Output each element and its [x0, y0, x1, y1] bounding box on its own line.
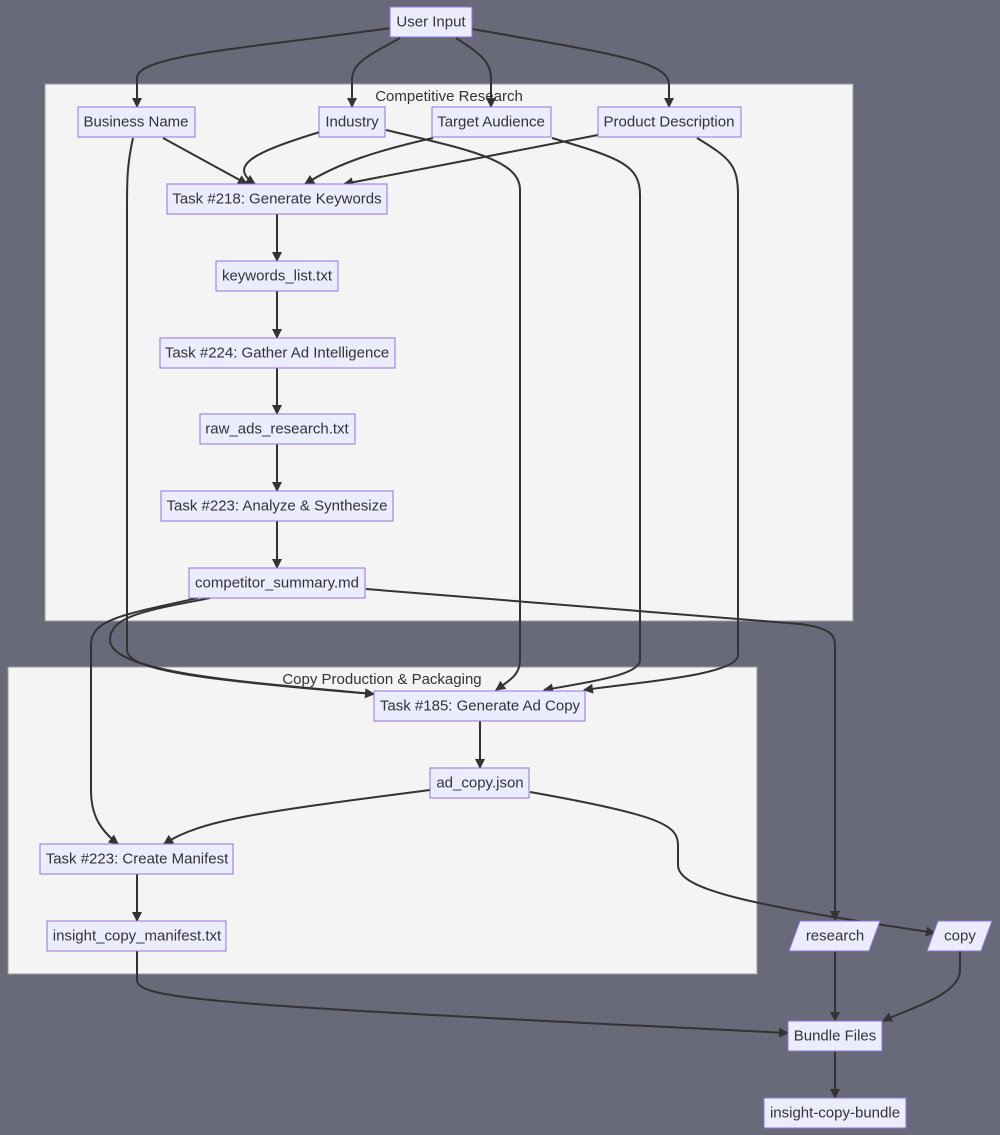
node-business-name[interactable]: Business Name [77, 106, 196, 138]
edge-user-input-to-industry [347, 37, 401, 108]
edge-copy-to-bundle-files [882, 951, 961, 1022]
node-research-shape [788, 920, 881, 952]
node-task-223-manifest[interactable]: Task #223: Create Manifest [39, 843, 234, 875]
node-business-name-box [77, 106, 196, 138]
node-target-audience[interactable]: Target Audience [431, 106, 552, 138]
node-bundle-files[interactable]: Bundle Files [787, 1020, 883, 1052]
node-competitor-summary-box [188, 567, 366, 599]
cluster-copy-production-label: Copy Production & Packaging [282, 671, 481, 688]
node-raw-ads-research-box [199, 413, 356, 445]
node-keywords-list[interactable]: keywords_list.txt [215, 260, 339, 292]
edge-ad-copy-to-task-223b [163, 789, 431, 845]
node-target-audience-box [431, 106, 552, 138]
edge-industry-to-task-218 [243, 131, 321, 185]
node-task-218-box [166, 183, 388, 215]
node-task-185[interactable]: Task #185: Generate Ad Copy [373, 690, 586, 722]
edge-ad-copy-to-copy [529, 791, 936, 937]
edge-user-input-to-product-description [471, 28, 674, 108]
node-product-description-box [597, 106, 742, 138]
node-task-224-label: Task #224: Gather Ad Intelligence [165, 345, 389, 362]
node-bundle-files-box [787, 1020, 883, 1052]
node-ad-copy-label: ad_copy.json [436, 775, 523, 792]
node-task-224[interactable]: Task #224: Gather Ad Intelligence [159, 337, 396, 369]
node-keywords-list-box [215, 260, 339, 292]
node-task-224-box [159, 337, 396, 369]
node-target-audience-label: Target Audience [437, 114, 545, 131]
node-business-name-label: Business Name [83, 114, 188, 131]
node-insight-copy-manifest-label: insight_copy_manifest.txt [53, 928, 222, 945]
node-research-label: research [806, 928, 864, 945]
node-task-223-analyze[interactable]: Task #223: Analyze & Synthesize [160, 490, 394, 522]
edges [90, 27, 961, 1099]
node-raw-ads-research[interactable]: raw_ads_research.txt [199, 413, 356, 445]
edge-product-description-to-task-218 [343, 134, 599, 188]
edge-product-description-to-task-185 [583, 137, 739, 694]
node-task-223-manifest-label: Task #223: Create Manifest [46, 851, 229, 868]
node-ad-copy[interactable]: ad_copy.json [429, 767, 530, 799]
node-ad-copy-box [429, 767, 530, 799]
node-insight-copy-manifest[interactable]: insight_copy_manifest.txt [46, 920, 227, 952]
node-insight-copy-manifest-box [46, 920, 227, 952]
node-task-185-box [373, 690, 586, 722]
node-product-description-label: Product Description [604, 114, 735, 131]
edge-industry-to-task-185 [385, 129, 521, 691]
node-bundle-files-label: Bundle Files [794, 1028, 877, 1045]
node-user-input-label: User Input [396, 14, 466, 31]
node-task-218[interactable]: Task #218: Generate Keywords [166, 183, 388, 215]
node-user-input[interactable]: User Input [389, 6, 473, 38]
edge-competitor-summary-to-research [365, 588, 840, 921]
node-insight-copy-bundle-label: insight-copy-bundle [770, 1105, 900, 1122]
node-raw-ads-research-label: raw_ads_research.txt [205, 421, 349, 438]
node-industry[interactable]: Industry [318, 106, 386, 138]
node-task-185-label: Task #185: Generate Ad Copy [380, 698, 581, 715]
node-copy-shape [926, 920, 993, 952]
node-task-223-analyze-label: Task #223: Analyze & Synthesize [167, 498, 388, 515]
edge-user-input-to-business-name [132, 27, 392, 108]
node-task-223-manifest-box [39, 843, 234, 875]
node-user-input-box [389, 6, 473, 38]
node-competitor-summary-label: competitor_summary.md [195, 575, 359, 592]
node-industry-label: Industry [325, 114, 379, 131]
node-copy-label: copy [944, 928, 976, 945]
edge-target-audience-to-task-218 [304, 137, 434, 185]
node-task-223-analyze-box [160, 490, 394, 522]
node-copy[interactable]: copy [926, 920, 993, 952]
edge-target-audience-to-task-185 [543, 137, 641, 694]
edge-competitor-summary-to-task-223b [90, 597, 199, 845]
edge-competitor-summary-to-task-185 [108, 597, 375, 699]
node-insight-copy-bundle[interactable]: insight-copy-bundle [763, 1097, 907, 1129]
node-research[interactable]: research [788, 920, 881, 952]
node-competitor-summary[interactable]: competitor_summary.md [188, 567, 366, 599]
edge-manifest-to-bundle-files [136, 951, 789, 1038]
edge-business-name-to-task-218 [162, 137, 248, 185]
node-industry-box [318, 106, 386, 138]
cluster-competitive-research-label: Competitive Research [375, 88, 523, 105]
node-product-description[interactable]: Product Description [597, 106, 742, 138]
edge-user-input-to-target-audience [455, 37, 496, 108]
node-insight-copy-bundle-box [763, 1097, 907, 1129]
node-task-218-label: Task #218: Generate Keywords [172, 191, 381, 208]
node-keywords-list-label: keywords_list.txt [222, 268, 333, 285]
